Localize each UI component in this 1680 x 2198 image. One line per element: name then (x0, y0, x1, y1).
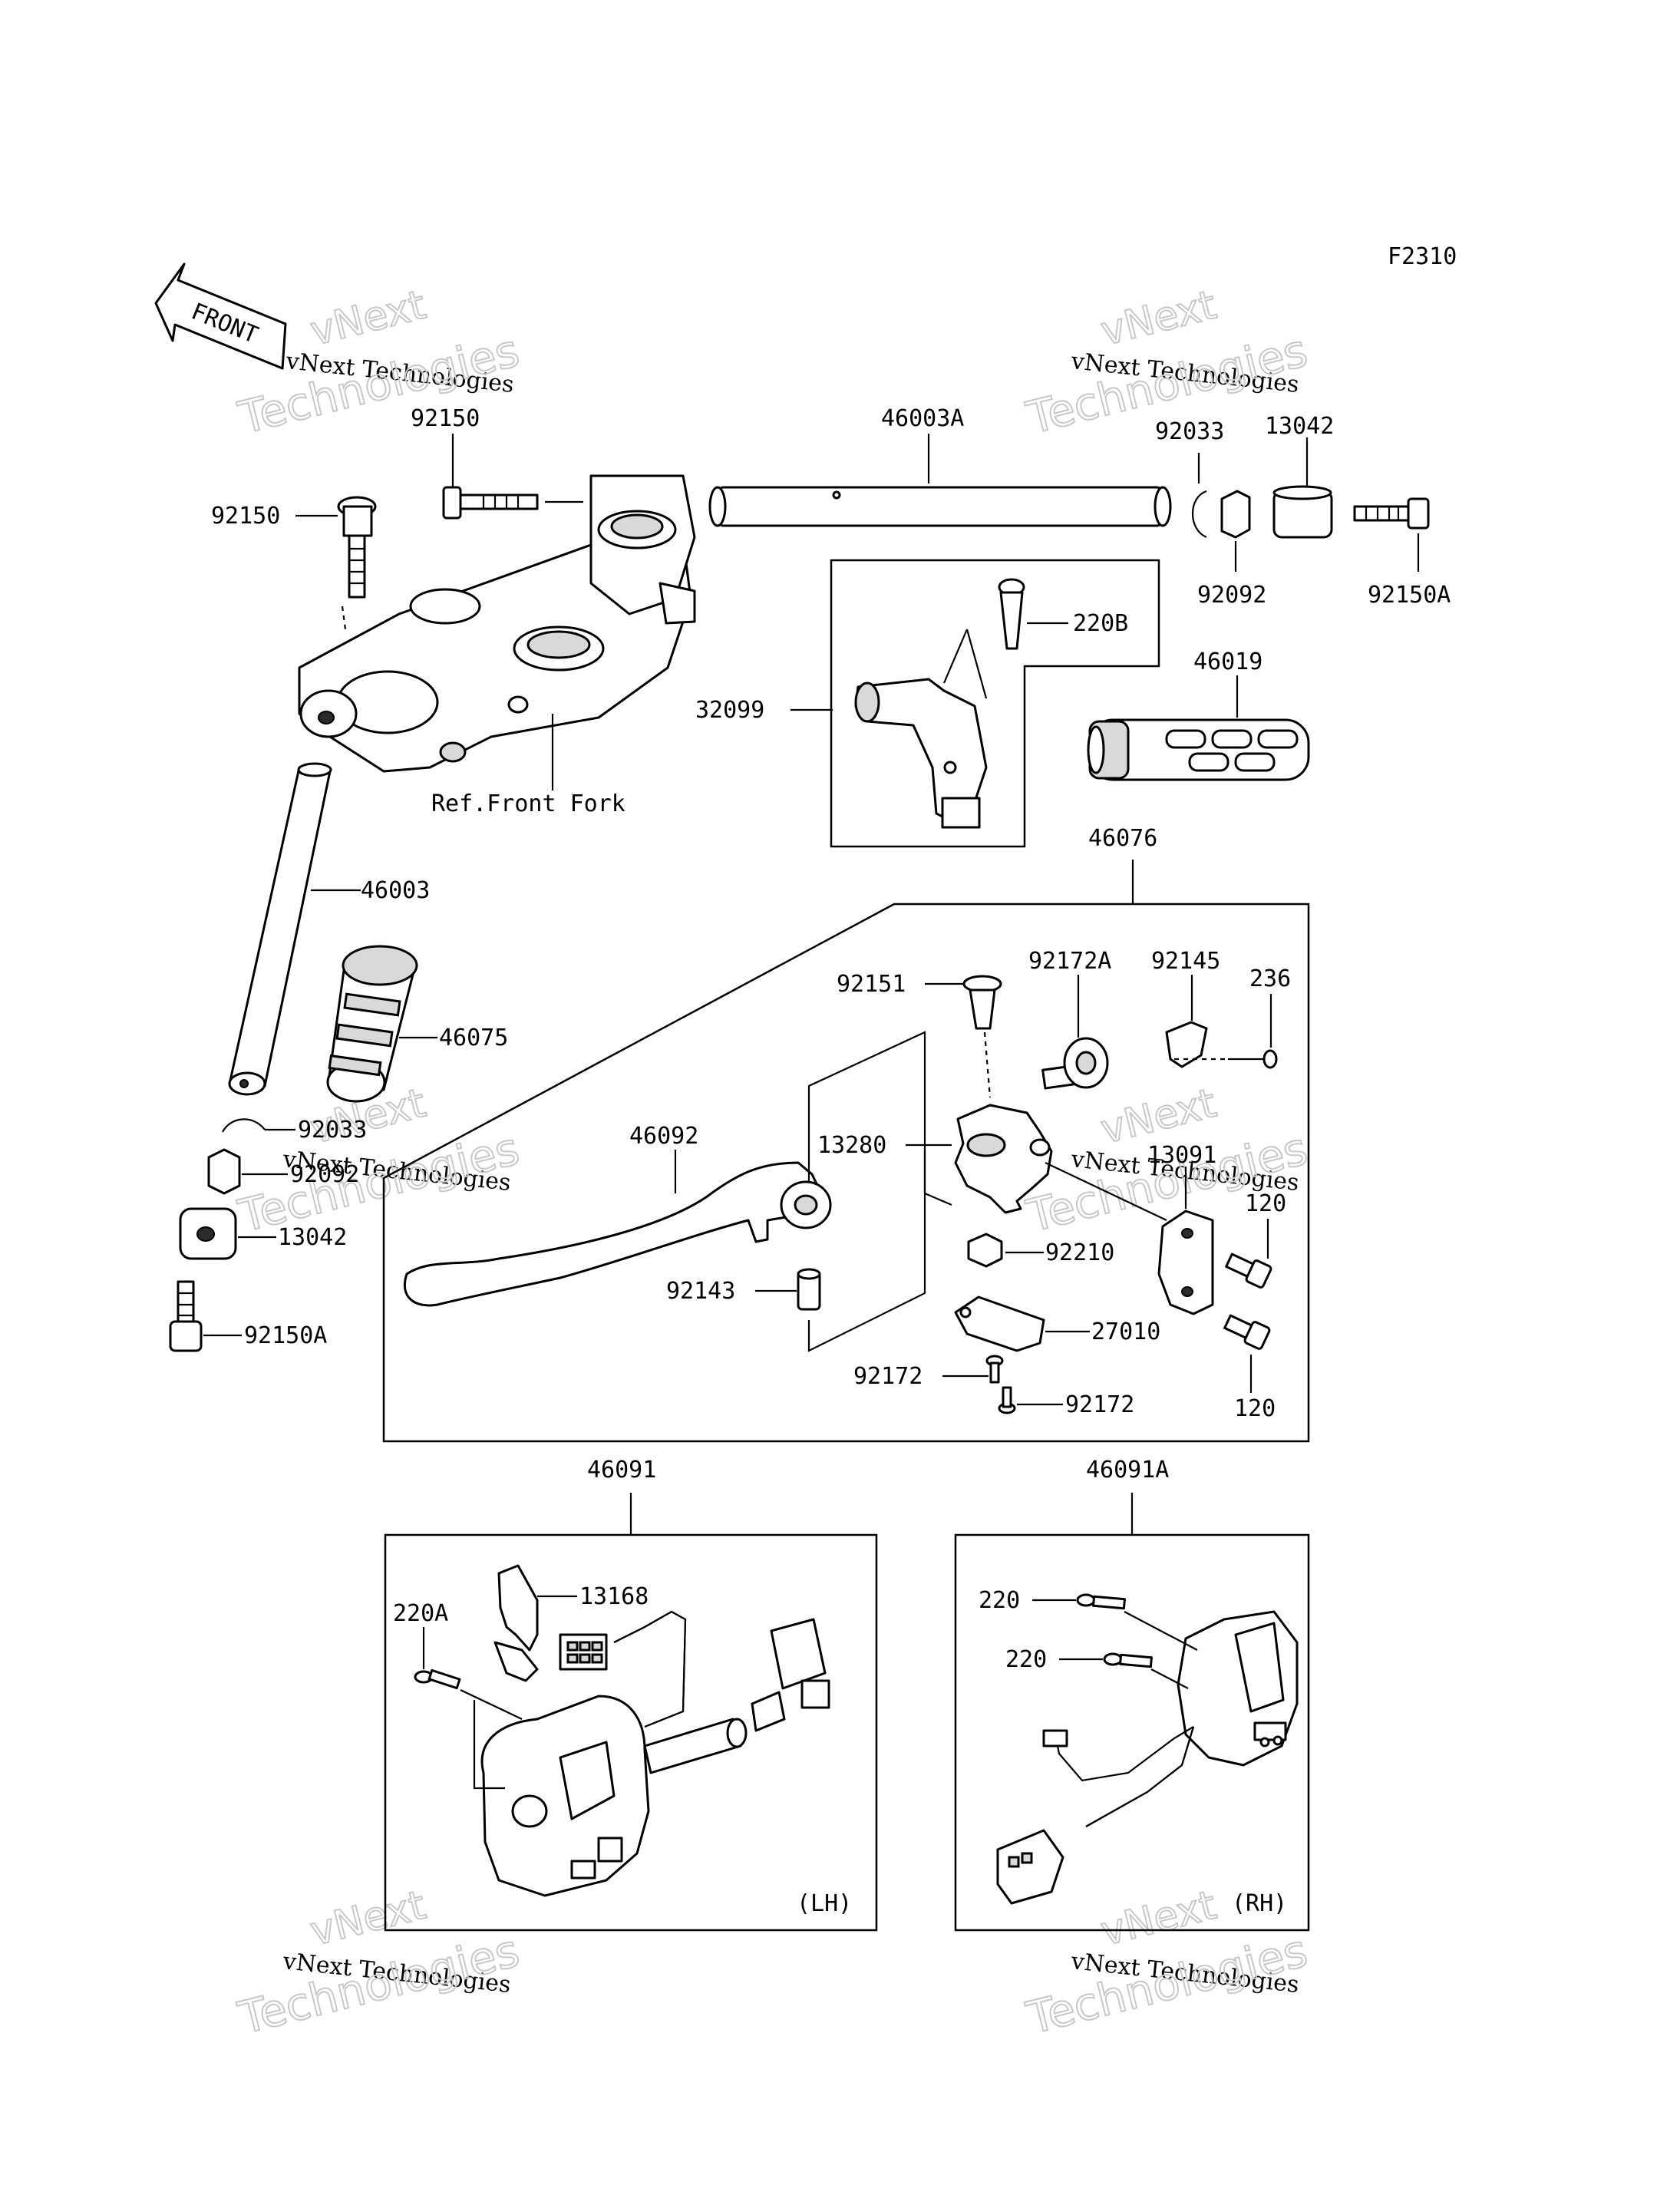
brake-lever-assembly-box (382, 903, 1310, 1443)
label-46075: 46075 (439, 1025, 508, 1051)
rh-wiring-harness (996, 1726, 1195, 1905)
label-27010: 27010 (1091, 1318, 1160, 1345)
label-32099: 32099 (695, 697, 764, 724)
label-220-b: 220 (1005, 1646, 1047, 1673)
collar-92092-top (1220, 490, 1251, 539)
brake-switch-27010 (954, 1295, 1045, 1352)
label-92145: 92145 (1151, 948, 1220, 975)
svg-text:Technologies: Technologies (233, 1924, 524, 2044)
label-92150A-left: 92150A (244, 1322, 327, 1349)
lh-handlebar-stub (643, 1718, 748, 1774)
svg-text:vNext: vNext (1097, 282, 1221, 355)
label-92143: 92143 (666, 1278, 735, 1305)
screw-92172-b (998, 1386, 1016, 1414)
nut-92210 (967, 1233, 1003, 1268)
label-220B: 220B (1073, 610, 1128, 637)
throttle-box (830, 559, 1160, 848)
label-13280: 13280 (817, 1132, 886, 1159)
label-92033-left: 92033 (298, 1117, 367, 1144)
lh-switch-housing (480, 1695, 650, 1897)
handlebar-46003 (228, 762, 332, 1096)
collar-92143 (797, 1268, 821, 1311)
label-92210: 92210 (1045, 1239, 1114, 1266)
grip-46019 (1087, 718, 1310, 781)
label-92150-left: 92150 (211, 503, 280, 530)
label-236: 236 (1249, 965, 1291, 992)
adjuster-92172A (1041, 1037, 1109, 1090)
svg-text:Technologies: Technologies (1022, 1924, 1312, 2044)
label-92092-top: 92092 (1197, 582, 1266, 609)
circlip-92033-top (1191, 490, 1207, 539)
label-92172-a: 92172 (853, 1363, 923, 1390)
screw-236 (1228, 1049, 1278, 1069)
label-120-bottom: 120 (1234, 1395, 1276, 1422)
bolt-92150A-top (1353, 497, 1430, 530)
grip-46075 (326, 945, 418, 1103)
label-46091: 46091 (587, 1457, 656, 1483)
label-46003A: 46003A (881, 405, 964, 432)
label-92172-b: 92172 (1065, 1391, 1134, 1418)
screw-220-a (1076, 1593, 1126, 1610)
label-13091: 13091 (1147, 1142, 1216, 1169)
svg-text:Technologies: Technologies (233, 1122, 524, 1242)
upper-triple-clamp (298, 474, 696, 773)
collar-92092-left (207, 1148, 241, 1195)
label-13042-top: 13042 (1265, 413, 1334, 440)
screw-220B (998, 578, 1025, 650)
watermark-bottom-left: vNext vNext Technologies Technologies (233, 1882, 525, 2045)
throttle-pipe-32099 (854, 678, 988, 829)
label-13042-left: 13042 (278, 1224, 347, 1251)
tag-rh: (RH) (1232, 1890, 1287, 1917)
bolt-92150A-left (169, 1280, 203, 1352)
lever-holder-13280 (954, 1104, 1053, 1214)
label-92150A-top: 92150A (1368, 582, 1451, 609)
label-220A: 220A (393, 1600, 448, 1627)
rh-switch-housing (1177, 1610, 1299, 1767)
svg-text:vNext: vNext (1097, 1883, 1221, 1955)
figure-code: F2310 (1388, 243, 1457, 270)
handlebar-46003A (708, 486, 1172, 527)
lh-cover-13168 (493, 1564, 539, 1682)
label-92092-left: 92092 (290, 1161, 359, 1188)
bolt-120-bottom (1223, 1314, 1271, 1350)
label-92033-top: 92033 (1155, 418, 1224, 445)
screw-92172-a (985, 1355, 1004, 1384)
brake-lever-46092 (403, 1161, 832, 1307)
bolt-92150-left (337, 496, 377, 599)
front-arrow-icon: FRONT (154, 262, 287, 370)
tag-lh: (LH) (797, 1890, 852, 1917)
screw-220A (414, 1668, 461, 1690)
watermark-mid-left: vNext vNext Technologies Technologies (233, 1080, 525, 1243)
label-46092: 46092 (629, 1123, 698, 1150)
label-46003: 46003 (361, 877, 430, 904)
lh-wiring-harness (559, 1610, 830, 1732)
screw-220-b (1103, 1652, 1153, 1668)
svg-text:vNext: vNext (306, 282, 431, 355)
weight-13042-top (1272, 485, 1333, 539)
circlip-92033-left (222, 1118, 266, 1133)
label-46019: 46019 (1193, 649, 1262, 675)
spring-92145 (1165, 1021, 1208, 1068)
svg-text:vNext: vNext (306, 1883, 431, 1955)
bolt-92151 (962, 975, 1002, 1030)
label-220-a: 220 (979, 1587, 1020, 1614)
ref-front-fork-note: Ref.Front Fork (431, 790, 625, 817)
label-13168: 13168 (579, 1583, 649, 1610)
label-92172A: 92172A (1028, 948, 1111, 975)
label-46076: 46076 (1088, 825, 1157, 852)
label-46091A: 46091A (1086, 1457, 1169, 1483)
bolt-120-top (1225, 1252, 1272, 1289)
clamp-13091 (1157, 1210, 1214, 1315)
label-92151: 92151 (837, 971, 906, 998)
label-120-top: 120 (1245, 1190, 1286, 1217)
label-92150-top: 92150 (411, 405, 480, 432)
bolt-92150-top (442, 486, 539, 520)
weight-13042-left (179, 1207, 237, 1260)
